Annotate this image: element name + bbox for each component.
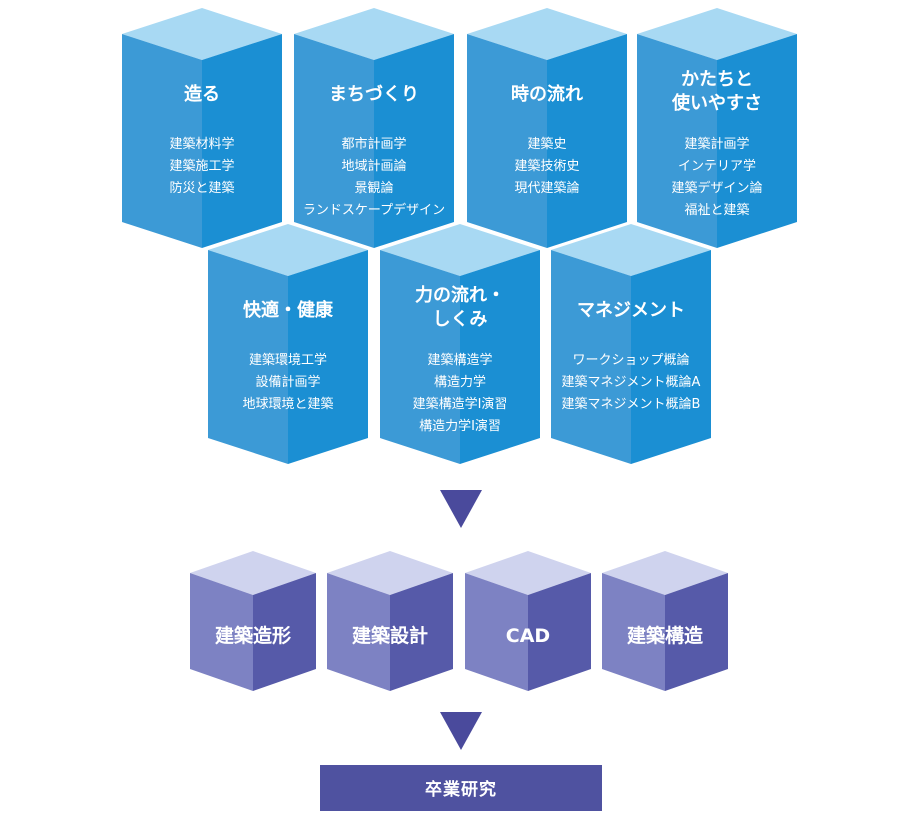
cube-right-face: [460, 250, 540, 464]
cube-right-face: [390, 573, 453, 691]
cube-left-face: [122, 34, 202, 248]
cube-left-face: [602, 573, 665, 691]
cube-right-face: [202, 34, 282, 248]
graduation-research-box: [320, 765, 602, 811]
skill-cube: 建築造形: [190, 551, 316, 691]
course-name: 建築マネジメント概論A: [562, 374, 701, 390]
course-name: 建築マネジメント概論B: [562, 396, 701, 412]
category-title: まちづくり: [329, 84, 419, 105]
category-title: しくみ: [433, 309, 488, 330]
stage1-cubes: 造る建築材料学建築施工学防災と建築まちづくり都市計画学地域計画論景観論ランドスケ…: [122, 8, 797, 464]
course-name: 建築デザイン論: [671, 180, 762, 196]
cube-right-face: [717, 34, 797, 248]
cube-right-face: [547, 34, 627, 248]
cube-left-face: [465, 573, 528, 691]
course-name: ワークショップ概論: [572, 352, 689, 368]
course-name: 都市計画学: [341, 136, 406, 152]
category-title: 造る: [184, 83, 220, 105]
course-name: 現代建築論: [514, 180, 579, 196]
skill-cube: CAD: [465, 551, 591, 691]
course-name: 建築材料学: [169, 136, 234, 152]
cube-right-face: [374, 34, 454, 248]
course-name: 防災と建築: [169, 180, 234, 196]
cube-right-face: [528, 573, 591, 691]
course-name: 福祉と建築: [684, 203, 749, 218]
category-title: かたちと: [681, 69, 753, 90]
down-arrow-icon: [440, 490, 482, 528]
course-name: 建築技術史: [514, 159, 579, 174]
cube-left-face: [208, 250, 288, 464]
course-name: 地域計画論: [341, 158, 406, 174]
skill-label: 建築設計: [352, 624, 428, 647]
course-name: 建築構造学: [427, 352, 492, 368]
skill-cube: 建築設計: [327, 551, 453, 691]
course-name: 構造力学Ⅰ演習: [419, 418, 501, 434]
cube-left-face: [190, 573, 253, 691]
course-name: 建築構造学Ⅰ演習: [413, 396, 508, 412]
course-name: 地球環境と建築: [242, 397, 333, 412]
course-name: 建築計画学: [684, 136, 749, 152]
stage2-cubes: 建築造形 建築設計 CAD 建築構造: [190, 551, 728, 691]
cube-right-face: [288, 250, 368, 464]
graduation-research-label: 卒業研究: [425, 779, 497, 800]
category-title: 使いやすさ: [671, 93, 762, 114]
skill-label: 建築造形: [215, 624, 291, 647]
category-title: 時の流れ: [511, 83, 583, 105]
cube-right-face: [253, 573, 316, 691]
course-name: 景観論: [354, 180, 393, 196]
course-name: 構造力学: [434, 374, 486, 390]
cube-right-face: [631, 250, 711, 464]
course-name: ランドスケープデザイン: [303, 202, 445, 218]
course-name: 設備計画学: [255, 374, 320, 390]
category-title: 力の流れ・: [415, 284, 505, 306]
course-name: インテリア学: [678, 158, 756, 174]
cube-left-face: [294, 34, 374, 248]
cube-right-face: [665, 573, 728, 691]
skill-label: CAD: [506, 625, 550, 647]
skill-cube: 建築構造: [602, 551, 728, 691]
down-arrow-icon: [440, 712, 482, 750]
course-name: 建築史: [527, 137, 566, 152]
course-name: 建築施工学: [169, 158, 234, 174]
cube-left-face: [637, 34, 717, 248]
cube-left-face: [380, 250, 460, 464]
cube-left-face: [327, 573, 390, 691]
cube-left-face: [551, 250, 631, 464]
course-name: 建築環境工学: [249, 352, 327, 368]
category-title: マネジメント: [577, 300, 685, 321]
category-title: 快適・健康: [243, 299, 334, 321]
skill-label: 建築構造: [627, 624, 704, 647]
cube-left-face: [467, 34, 547, 248]
